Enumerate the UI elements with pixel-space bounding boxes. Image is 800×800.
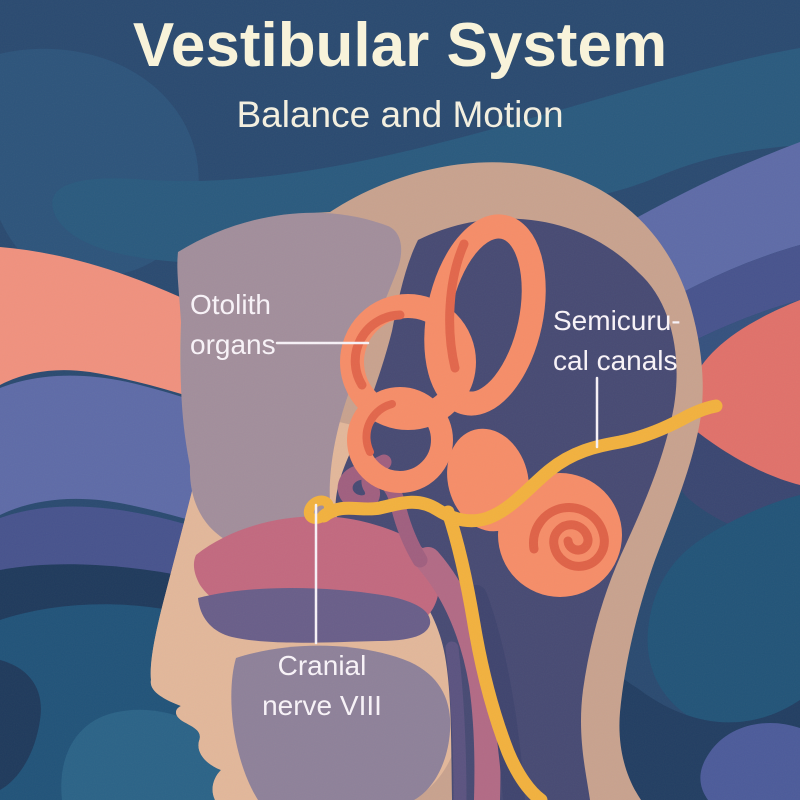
label-otolith-line1: Otolith	[190, 289, 271, 320]
poster-subtitle: Balance and Motion	[236, 94, 564, 135]
label-semicircular-line2: cal canals	[553, 345, 678, 376]
label-cranial-line2: nerve VIII	[262, 690, 382, 721]
label-otolith-line2: organs	[190, 329, 276, 360]
poster-title: Vestibular System	[132, 11, 668, 80]
label-semicircular-canals: Semicuru- cal canals	[553, 301, 681, 381]
label-semicircular-line1: Semicuru-	[553, 305, 681, 336]
label-cranial-line1: Cranial	[277, 650, 367, 681]
label-cranial-nerve: Cranial nerve VIII	[232, 646, 412, 726]
label-otolith-organs: Otolith organs	[190, 285, 276, 365]
